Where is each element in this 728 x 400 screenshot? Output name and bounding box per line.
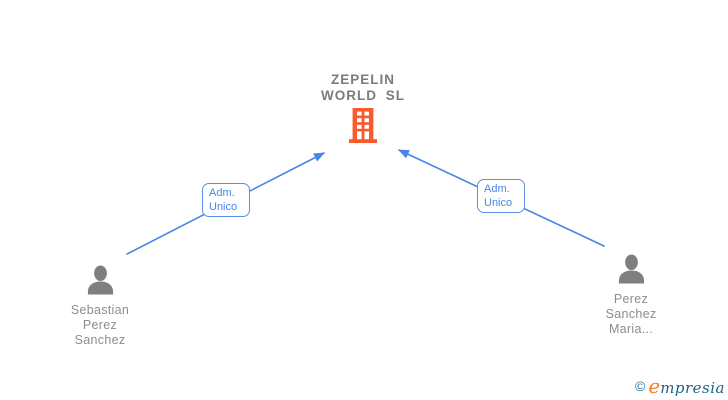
person-name-line2: Perez: [82, 318, 118, 332]
edge-label-left-line2: Unico: [209, 201, 238, 213]
company-name-line1: ZEPELIN: [330, 72, 395, 87]
person-name-line1: Perez: [613, 292, 649, 306]
edge-label-right-line2: Unico: [484, 197, 513, 209]
logo-brand-first-letter: e: [648, 374, 661, 398]
company-name: ZEPELIN WORLD SL: [283, 72, 443, 104]
person-name: Perez Sanchez Maria...: [583, 292, 679, 337]
person-icon: [52, 265, 148, 300]
person-name-line2: Sanchez: [605, 307, 657, 321]
building-icon: [283, 108, 443, 148]
company-name-line2: WORLD SL: [321, 88, 405, 103]
edge-label-right-line1: Adm.: [484, 183, 510, 195]
person-node-sebastian-perez-sanchez[interactable]: Sebastian Perez Sanchez: [52, 265, 148, 348]
person-name-line1: Sebastian: [70, 303, 130, 317]
person-icon: [583, 254, 679, 289]
edge-label-left: Adm. Unico: [202, 183, 250, 217]
edge-label-right: Adm. Unico: [477, 179, 525, 213]
company-node[interactable]: ZEPELIN WORLD SL: [283, 72, 443, 148]
empresia-logo[interactable]: ©empresia: [635, 374, 725, 398]
copyright-icon: ©: [635, 378, 646, 394]
edge-label-left-line1: Adm.: [209, 187, 235, 199]
person-name-line3: Sanchez: [74, 333, 126, 347]
person-name: Sebastian Perez Sanchez: [52, 303, 148, 348]
person-node-perez-sanchez-maria[interactable]: Perez Sanchez Maria...: [583, 254, 679, 337]
person-name-line3: Maria...: [608, 322, 654, 336]
logo-brand-rest: mpresia: [660, 379, 725, 397]
